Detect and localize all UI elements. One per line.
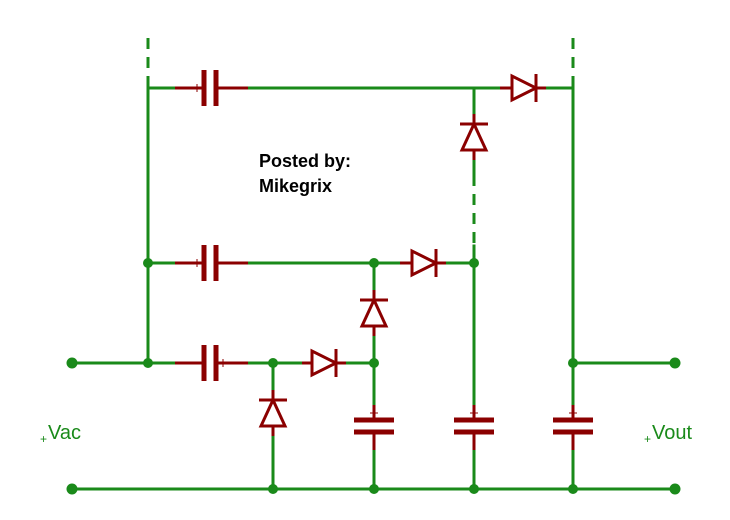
capacitor-stage1 <box>354 405 394 450</box>
input-label: Vac <box>48 422 81 444</box>
note-line2: Mikegrix <box>259 176 332 196</box>
continuation-dashes <box>146 38 575 246</box>
junction-nodes <box>143 258 578 494</box>
note-line1: Posted by: <box>259 151 351 171</box>
output-terminal-bottom[interactable] <box>669 483 681 495</box>
diode-mid-column <box>359 290 389 336</box>
diode-ground-column <box>258 390 288 436</box>
output-terminal-top[interactable] <box>669 357 681 369</box>
diode-top <box>500 73 546 103</box>
capacitor-top <box>175 70 248 106</box>
input-terminal-bottom[interactable] <box>66 483 78 495</box>
capacitor-middle <box>175 245 248 281</box>
diode-upper-column <box>459 114 489 160</box>
diode-input <box>302 348 346 378</box>
input-plus-marker: + <box>40 432 47 446</box>
capacitor-output <box>553 405 593 450</box>
output-plus-marker: + <box>644 432 651 446</box>
wires <box>70 86 677 491</box>
output-label: Vout <box>652 422 692 444</box>
diode-middle <box>400 248 446 278</box>
capacitor-input <box>175 345 248 381</box>
terminals <box>66 357 681 495</box>
input-terminal-top[interactable] <box>66 357 78 369</box>
capacitor-stage2 <box>454 405 494 450</box>
